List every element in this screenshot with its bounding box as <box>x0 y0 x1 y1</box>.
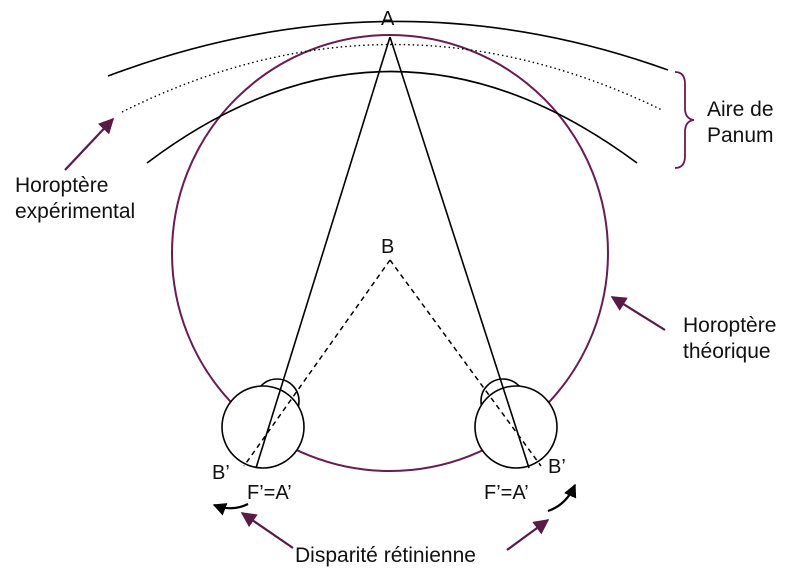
left-line-to-b <box>243 259 391 467</box>
left-fovea-label: F’=A’ <box>247 482 292 504</box>
panum-outer-curve <box>107 20 669 77</box>
right-visual-axis <box>389 36 530 469</box>
horopter-experimental-line2: expérimental <box>15 200 136 223</box>
horopter-theoretical-circle <box>171 34 609 472</box>
arrow-disparity-right <box>506 519 550 551</box>
horopter-experimental-curve <box>121 43 663 113</box>
horopter-theoretical-line2: théorique <box>683 340 771 363</box>
right-b-prime-label: B’ <box>548 456 566 478</box>
left-retinal-shift-arrow <box>212 503 249 516</box>
panum-brace <box>674 71 695 169</box>
left-eye <box>221 378 305 469</box>
aire-panum-line1: Aire de <box>707 98 774 121</box>
horopter-experimental-line1: Horoptère <box>15 174 109 197</box>
right-fovea-label: F’=A’ <box>484 482 529 504</box>
left-visual-axis <box>255 36 391 469</box>
disparity-label: Disparité rétinienne <box>295 544 476 567</box>
arrow-disparity-left <box>240 512 294 549</box>
horopter-theoretical-line1: Horoptère <box>683 314 777 337</box>
point-b-label: B <box>381 236 395 258</box>
right-retinal-shift-arrow <box>547 483 577 513</box>
left-b-prime-label: B’ <box>212 462 230 484</box>
aire-panum-line2: Panum <box>707 124 774 147</box>
arrow-horopter-experimental <box>64 117 115 171</box>
right-line-to-b <box>389 259 542 467</box>
arrow-horopter-theoretical <box>610 296 666 331</box>
point-a-label: A <box>381 8 395 30</box>
panum-inner-curve <box>146 70 638 164</box>
